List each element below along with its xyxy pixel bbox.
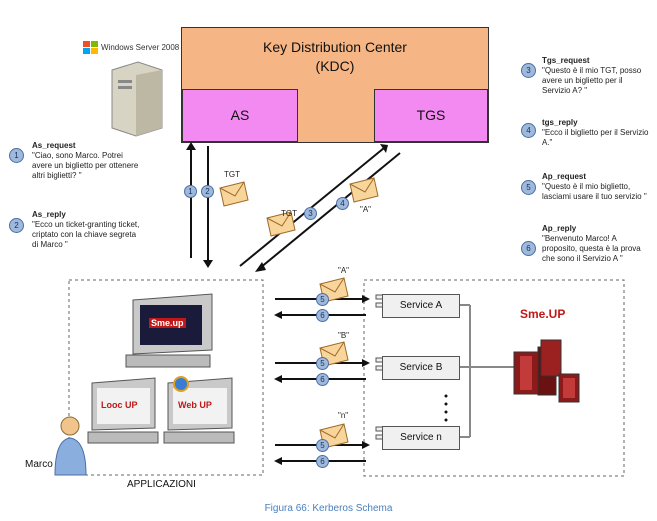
arrow-step-2: 2 [201, 185, 214, 198]
step-3-text: "Questo è il mio TGT, posso avere un big… [542, 66, 642, 95]
ticket-b: "B" [338, 331, 350, 340]
service-b-box: Service B [382, 356, 460, 380]
computer-smeup-icon [125, 293, 213, 368]
tgs-label: TGS [416, 107, 446, 123]
step-6-badge: 6 [521, 241, 536, 256]
service-connectors [458, 304, 515, 438]
arrow-step-6n: 6 [316, 455, 329, 468]
user-label: Marco [25, 459, 53, 470]
step-6-note: Ap_reply "Benvenuto Marco! A proposito, … [542, 224, 652, 264]
ellipsis-dots [444, 394, 448, 422]
kdc-title: Key Distribution Center [263, 39, 407, 55]
arrow-step-6a: 6 [316, 309, 329, 322]
as-arrows [186, 142, 213, 268]
service-n-box: Service n [382, 426, 460, 450]
arrow-step-1: 1 [184, 185, 197, 198]
step-1-title: As_request [32, 141, 76, 150]
step-5-text: "Questo è il mio biglietto, lasciami usa… [542, 182, 647, 201]
arrow-step-5n: 5 [316, 439, 329, 452]
as-label: AS [230, 107, 250, 123]
tgs-box: TGS [374, 89, 488, 142]
kdc-subtitle: (KDC) [315, 58, 355, 74]
computer-web-icon [163, 376, 235, 444]
client-area [68, 279, 264, 476]
arrow-step-4: 4 [336, 197, 349, 210]
user-marco-icon [54, 416, 87, 476]
step-1-badge: 1 [9, 148, 24, 163]
arrow-step-6b: 6 [316, 373, 329, 386]
step-3-title: Tgs_request [542, 56, 590, 65]
tgs-arrows [239, 144, 401, 272]
step-5-title: Ap_request [542, 172, 587, 181]
step-3-badge: 3 [521, 63, 536, 78]
smeup-servers-icon [513, 339, 580, 403]
windows-server-label: Windows Server 2008 [101, 43, 180, 52]
server-icon [111, 61, 163, 137]
step-2-note: As_reply "Ecco un ticket-granting ticket… [32, 210, 142, 250]
ticket-a: "A" [338, 266, 350, 275]
service-a-box: Service A [382, 294, 460, 318]
client-smeup-label: Sme.up [149, 318, 186, 328]
ticket-tgt-2: TGT [281, 209, 297, 218]
ticket-a-top: "A" [360, 205, 372, 214]
step-1-text: "Ciao, sono Marco. Potrei avere un bigli… [32, 151, 139, 180]
step-4-text: "Ecco il biglietto per il Servizio A." [542, 128, 649, 147]
step-5-badge: 5 [521, 180, 536, 195]
step-3-note: Tgs_request "Questo è il mio TGT, posso … [542, 56, 652, 96]
step-4-note: tgs_reply "Ecco il biglietto per il Serv… [542, 118, 652, 148]
arrow-step-5a: 5 [316, 293, 329, 306]
step-4-badge: 4 [521, 123, 536, 138]
step-1-note: As_request "Ciao, sono Marco. Potrei ave… [32, 141, 142, 181]
as-box: AS [182, 89, 298, 142]
computer-looc-icon [87, 377, 159, 444]
arrow-step-3: 3 [304, 207, 317, 220]
ticket-n: "n" [338, 411, 349, 420]
step-6-text: "Benvenuto Marco! A proposito, questa è … [542, 234, 641, 263]
step-5-note: Ap_request "Questo è il mio biglietto, l… [542, 172, 652, 202]
client-looc-label: Looc UP [101, 400, 138, 410]
step-2-title: As_reply [32, 210, 66, 219]
step-6-title: Ap_reply [542, 224, 577, 233]
step-4-title: tgs_reply [542, 118, 578, 127]
step-2-text: "Ecco un ticket-granting ticket, criptat… [32, 220, 140, 249]
client-web-label: Web UP [178, 400, 212, 410]
figure-caption: Figura 66: Kerberos Schema [264, 503, 393, 514]
arrow-step-5b: 5 [316, 357, 329, 370]
ticket-tgt-1: TGT [224, 170, 240, 179]
windows-flag-icon [83, 41, 98, 54]
step-2-badge: 2 [9, 218, 24, 233]
applications-label: APPLICAZIONI [127, 479, 196, 490]
smeup-logo: Sme.UP [520, 307, 566, 321]
